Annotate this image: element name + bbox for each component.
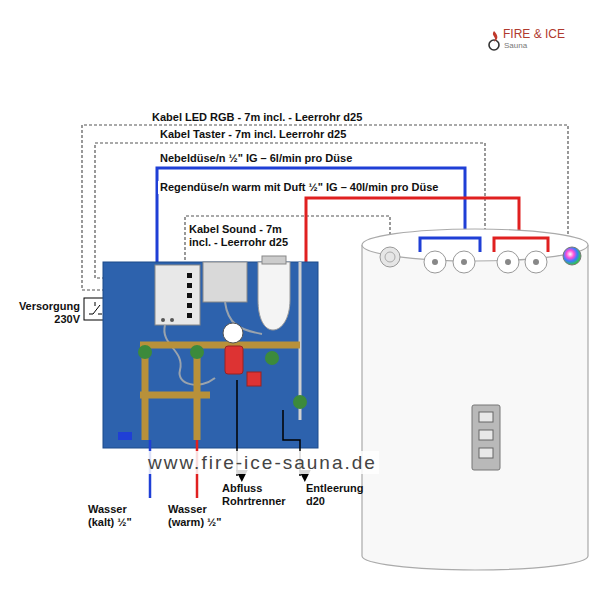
cable-label: Kabel LED RGB - 7m incl. - Leerrohr d25	[150, 111, 364, 124]
pipe-label: Nebeldüse/n ½" IG – 6l/min pro Düse	[158, 152, 354, 165]
watermark: www.fire-ice-sauna.de	[146, 451, 379, 474]
drain-label: Entleerung d20	[306, 482, 376, 508]
brand-sub: Sauna	[504, 41, 527, 51]
water-label: Wasser (warm) ½"	[168, 503, 228, 529]
drain-label: Abfluss Rohrtrenner	[222, 482, 300, 508]
pipe-label: Regendüse/n warm mit Duft ½" IG – 40l/mi…	[158, 181, 440, 194]
supply-label: Versorgung 230V	[6, 300, 80, 326]
sound-cable	[185, 216, 390, 265]
cable-label: Kabel Taster - 7m incl. Leerrohr d25	[158, 128, 348, 141]
shower-cylinder	[362, 229, 588, 570]
logo-icon	[489, 31, 499, 50]
brand-name: FIRE & ICE	[503, 27, 565, 41]
cable-label: Kabel Sound - 7m incl. - Leerrohr d25	[189, 223, 301, 249]
control-panel	[103, 256, 318, 448]
water-label: Wasser (kalt) ½"	[88, 503, 144, 529]
